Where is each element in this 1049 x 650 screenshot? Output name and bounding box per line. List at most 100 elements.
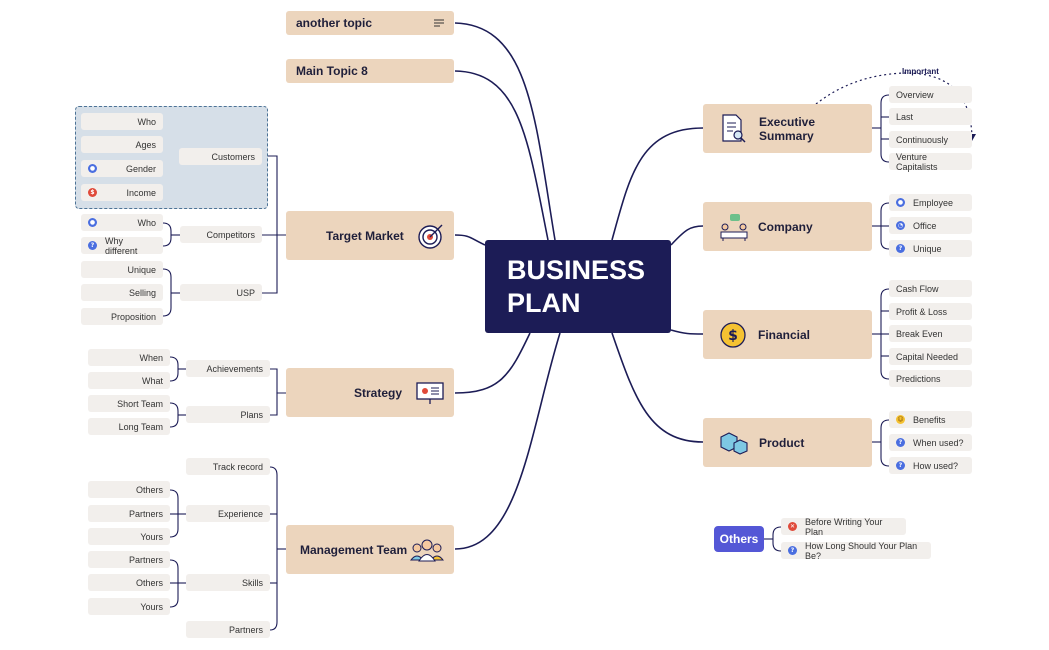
leaf-profit-loss[interactable]: Profit & Loss (889, 303, 972, 320)
person-icon: ● (88, 164, 97, 173)
leaf-why-different[interactable]: ?Why different (81, 236, 163, 256)
topic-executive-summary[interactable]: Executive Summary (703, 104, 872, 153)
leaf-employee[interactable]: ●Employee (889, 194, 972, 211)
dollar-icon: $ (88, 188, 97, 197)
topic-product[interactable]: Product (703, 418, 872, 467)
leaf-capital-needed[interactable]: Capital Needed (889, 348, 972, 365)
leaf-who[interactable]: Who (81, 113, 163, 130)
leaf-label: Long Team (118, 421, 163, 432)
leaf-label: Ages (135, 139, 156, 150)
subtopic-label: Experience (217, 508, 263, 519)
leaf-others[interactable]: Others (88, 481, 170, 498)
leaf-label: Benefits (913, 414, 946, 425)
leaf-yours-skills[interactable]: Yours (88, 598, 170, 615)
leaf-label: Others (135, 484, 163, 495)
leaf-ages[interactable]: Ages (81, 136, 163, 153)
topic-financial[interactable]: $ Financial (703, 310, 872, 359)
question-icon: ? (896, 244, 905, 253)
subtopic-track-record[interactable]: Track record (186, 458, 270, 475)
leaf-label: Yours (140, 601, 163, 612)
subtopic-achievements[interactable]: Achievements (186, 360, 270, 377)
leaf-label: How used? (913, 460, 959, 471)
leaf-partners-skills[interactable]: Partners (88, 551, 170, 568)
subtopic-label: Skills (241, 577, 263, 588)
subtopic-experience[interactable]: Experience (186, 505, 270, 522)
leaf-label: Gender (125, 163, 156, 174)
leaf-label: Yours (140, 531, 163, 542)
topic-label: Company (758, 219, 813, 234)
subtopic-customers[interactable]: Customers (179, 148, 262, 165)
presentation-icon (416, 381, 444, 404)
leaf-venture-capitalists[interactable]: Venture Capitalists (889, 151, 972, 172)
leaf-proposition[interactable]: Proposition (81, 308, 163, 325)
leaf-when[interactable]: When (88, 349, 170, 366)
subtopic-partners[interactable]: Partners (186, 621, 270, 638)
topic-strategy[interactable]: Strategy (286, 368, 454, 417)
question-icon: ? (88, 241, 97, 250)
leaf-before-writing[interactable]: ✕Before Writing Your Plan (781, 516, 906, 537)
document-search-icon (722, 113, 746, 143)
leaf-label: Selling (128, 287, 156, 298)
subtopic-usp[interactable]: USP (180, 284, 262, 301)
subtopic-plans[interactable]: Plans (186, 406, 270, 423)
leaf-label: Before Writing Your Plan (805, 516, 883, 537)
relationship-label[interactable]: Important (902, 67, 939, 76)
subtopic-competitors[interactable]: Competitors (180, 226, 262, 243)
leaf-label: Proposition (110, 311, 156, 322)
leaf-label: Predictions (896, 373, 941, 384)
leaf-label: Office (913, 220, 937, 231)
leaf-label: What (141, 375, 163, 386)
topic-label: Product (759, 435, 805, 450)
leaf-office[interactable]: ◔Office (889, 217, 972, 234)
leaf-how-long[interactable]: ?How Long Should Your Plan Be? (781, 541, 931, 561)
leaf-overview[interactable]: Overview (889, 86, 972, 103)
leaf-long-team[interactable]: Long Team (88, 418, 170, 435)
leaf-label: Unique (127, 264, 156, 275)
central-topic[interactable]: BUSINESS PLAN (485, 240, 671, 333)
leaf-continuously[interactable]: Continuously (889, 131, 972, 148)
leaf-yours[interactable]: Yours (88, 528, 170, 545)
leaf-label: Others (135, 577, 163, 588)
leaf-cash-flow[interactable]: Cash Flow (889, 280, 972, 297)
topic-label: Strategy (354, 385, 403, 400)
leaf-label: Break Even (896, 328, 943, 339)
leaf-benefits[interactable]: ☺Benefits (889, 411, 972, 428)
leaf-label: Last (896, 111, 914, 122)
subtopic-skills[interactable]: Skills (186, 574, 270, 591)
subtopic-label: Track record (212, 461, 263, 472)
dollar-coin-icon: $ (720, 321, 746, 348)
leaf-short-team[interactable]: Short Team (88, 395, 170, 412)
floating-topic-others[interactable]: Others (714, 526, 764, 552)
topic-label: Financial (758, 327, 811, 342)
leaf-partners[interactable]: Partners (88, 505, 170, 522)
note-icon (434, 19, 444, 27)
leaf-label: When (139, 352, 163, 363)
leaf-gender[interactable]: ● Gender (81, 160, 163, 177)
subtopic-label: Partners (228, 624, 263, 635)
topic-main-topic-8[interactable]: Main Topic 8 (286, 59, 454, 83)
topic-label: Target Market (326, 228, 404, 243)
topic-company[interactable]: Company (703, 202, 872, 251)
leaf-what[interactable]: What (88, 372, 170, 389)
central-topic-line2: PLAN (507, 288, 581, 318)
target-icon (418, 224, 443, 249)
leaf-income[interactable]: $Income (81, 184, 163, 201)
leaf-unique[interactable]: Unique (81, 261, 163, 278)
leaf-label: Capital Needed (896, 351, 959, 362)
person-icon: ● (896, 198, 905, 207)
leaf-unique-company[interactable]: ?Unique (889, 240, 972, 257)
leaf-label: Venture Capitalists (896, 151, 938, 172)
leaf-label: Profit & Loss (896, 306, 948, 317)
leaf-how-used[interactable]: ?How used? (889, 457, 972, 474)
topic-another-topic[interactable]: another topic (286, 11, 454, 35)
leaf-selling[interactable]: Selling (81, 284, 163, 301)
leaf-break-even[interactable]: Break Even (889, 325, 972, 342)
topic-management-team[interactable]: Management Team (286, 525, 454, 574)
leaf-last[interactable]: Last (889, 108, 972, 125)
question-icon: ? (788, 546, 797, 555)
leaf-predictions[interactable]: Predictions (889, 370, 972, 387)
topic-target-market[interactable]: Target Market (286, 211, 454, 260)
leaf-others-skills[interactable]: Others (88, 574, 170, 591)
leaf-who-competitors[interactable]: ●Who (81, 214, 163, 231)
leaf-when-used[interactable]: ?When used? (889, 434, 972, 451)
